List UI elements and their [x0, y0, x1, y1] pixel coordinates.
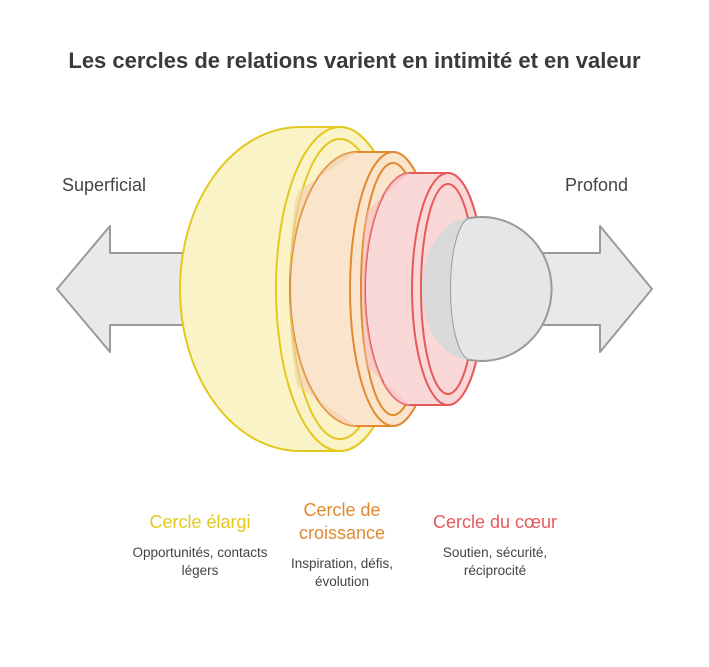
middle-circle-description: Inspiration, défis, évolution [290, 556, 394, 589]
inner-circle-description: Soutien, sécurité, réciprocité [442, 545, 548, 578]
core-shade [422, 218, 470, 360]
inner-circle-title: Cercle du cœur [432, 512, 558, 532]
outer-circle-title: Cercle élargi [149, 512, 251, 532]
profond-label: Profond [565, 175, 629, 195]
inner-circle-legend: Cercle du cœur Soutien, sécurité, récipr… [420, 511, 570, 580]
superficial-label: Superficial [62, 175, 147, 195]
page-title: Les cercles de relations varient en inti… [68, 48, 641, 73]
outer-circle-legend: Cercle élargi Opportunités, contacts lég… [130, 511, 270, 580]
core-sphere [449, 216, 553, 362]
middle-circle-legend: Cercle de croissance Inspiration, défis,… [272, 499, 412, 591]
outer-circle-description: Opportunités, contacts légers [132, 545, 268, 578]
middle-circle-title: Cercle de croissance [298, 500, 386, 543]
